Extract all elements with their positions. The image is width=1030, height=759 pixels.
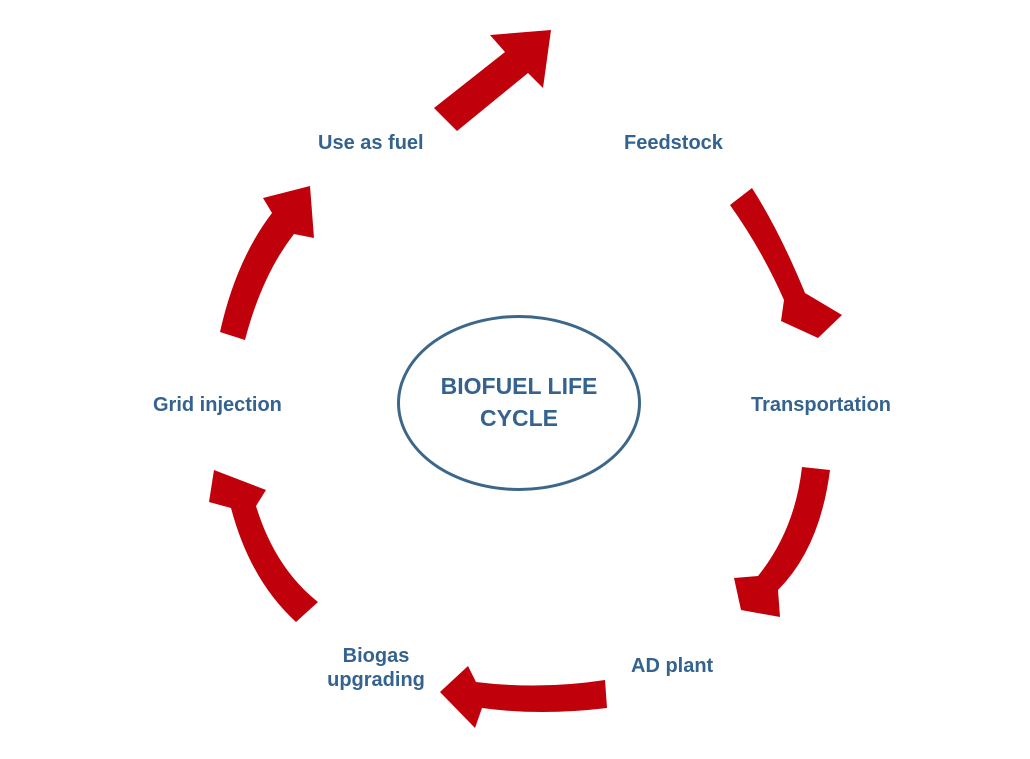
- arrow-feedstock-to-transportation-icon: [730, 188, 842, 338]
- arrow-grid-injection-to-use-as-fuel-icon: [220, 186, 314, 340]
- arrow-biogas-upgrading-to-grid-injection-icon: [209, 470, 318, 622]
- stage-label-feedstock: Feedstock: [624, 132, 723, 154]
- center-title-line-1: BIOFUEL LIFE: [440, 373, 598, 399]
- stage-label-grid-injection: Grid injection: [153, 394, 282, 416]
- stage-label-biogas-upgrading-line-2: upgrading: [327, 669, 425, 691]
- stage-label-biogas-upgrading-line-1: Biogas: [342, 645, 410, 667]
- arrow-transportation-to-ad-plant-icon: [734, 467, 830, 617]
- stage-label-use-as-fuel: Use as fuel: [318, 132, 424, 154]
- center-ellipse: [397, 315, 641, 491]
- center-title: BIOFUEL LIFE CYCLE: [397, 370, 641, 434]
- center-title-line-2: CYCLE: [480, 405, 558, 431]
- arrow-use-as-fuel-to-feedstock-icon: [434, 30, 551, 131]
- stage-label-transportation: Transportation: [751, 394, 892, 416]
- arrow-ad-plant-to-biogas-upgrading-icon: [440, 666, 607, 728]
- stage-label-biogas-upgrading: Biogas upgrading: [320, 644, 432, 692]
- stage-label-ad-plant: AD plant: [631, 655, 714, 677]
